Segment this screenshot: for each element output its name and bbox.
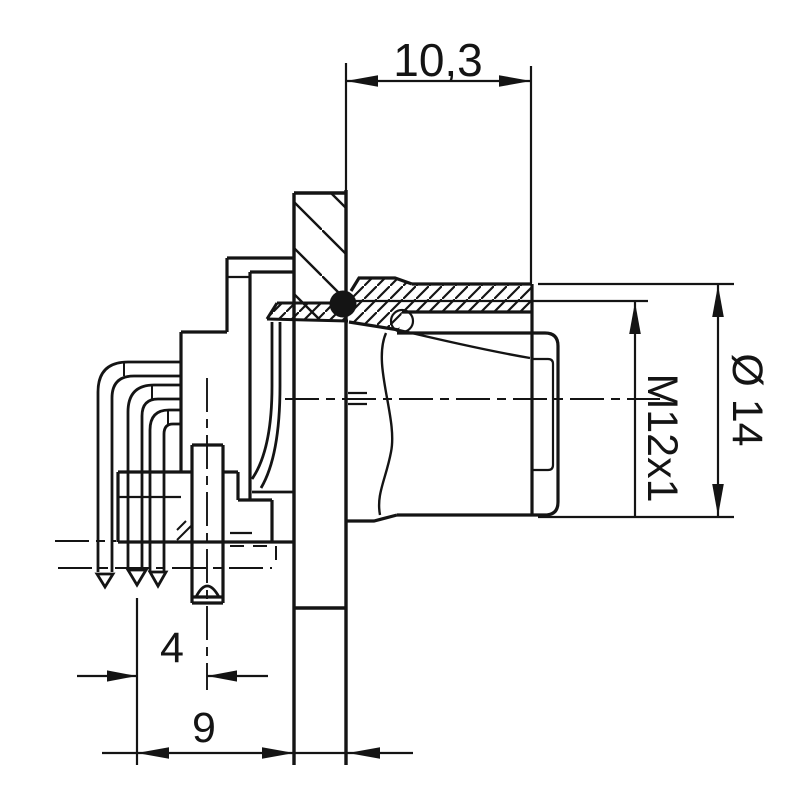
pin-dome-detail	[194, 584, 221, 598]
dim-label-thread: M12x1	[638, 373, 686, 502]
dimension-pin-spacing: 4	[77, 598, 268, 765]
rear-housing	[116, 256, 294, 568]
dimension-depth: 9	[102, 704, 413, 759]
dimension-diameter: Ø 14	[538, 282, 771, 519]
spring-contact-inner	[259, 322, 282, 489]
dim-label-diameter: Ø 14	[723, 353, 771, 446]
pin-tip	[147, 570, 169, 589]
dimension-protrusion: 10,3	[344, 34, 533, 283]
dim-label-depth: 9	[192, 704, 216, 752]
elbow-contacts	[96, 360, 181, 572]
break-wave-line	[377, 332, 394, 516]
oring-dot	[329, 290, 357, 318]
oring-groove-detail	[389, 308, 415, 334]
dim-label-pin-spacing: 4	[160, 624, 184, 672]
flange-strip-hatch-area	[267, 303, 348, 321]
mounting-panel	[292, 190, 348, 765]
centerlines	[55, 378, 660, 690]
oring-seal	[329, 290, 357, 318]
contact-carrier-face	[532, 357, 555, 472]
stem-hatch-area	[350, 278, 532, 330]
dimension-thread: M12x1	[629, 302, 686, 516]
connector-shell	[346, 308, 560, 523]
spring-contact	[250, 322, 274, 480]
dim-label-protrusion: 10,3	[393, 34, 483, 86]
pin-tip	[125, 568, 149, 588]
solder-pins	[94, 443, 225, 605]
thread-stem	[265, 276, 648, 516]
pin-tip	[94, 572, 116, 590]
